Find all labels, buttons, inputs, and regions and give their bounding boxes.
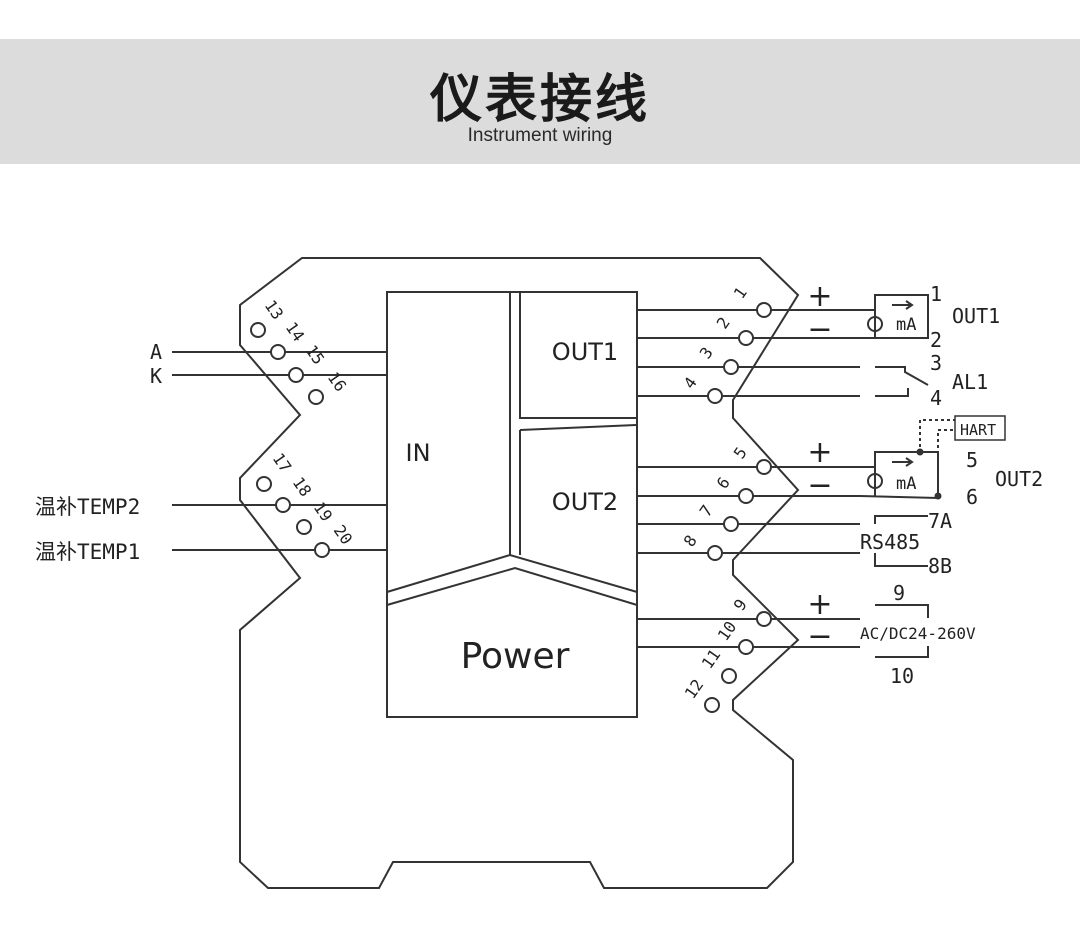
terminal-16	[308, 389, 324, 405]
divider-power	[386, 553, 638, 606]
terminal-number: 9	[730, 595, 751, 614]
out1-label: OUT1	[952, 304, 1000, 328]
terminal-17	[256, 476, 272, 492]
page-subtitle: Instrument wiring	[467, 125, 613, 146]
terminal-8	[707, 545, 723, 561]
plus-sign: +	[807, 435, 832, 470]
terminal-3	[723, 359, 739, 375]
rs485-label: RS485	[860, 530, 920, 554]
hart-dotted	[919, 419, 955, 496]
terminal-number: 1	[730, 283, 751, 302]
ma-label: mA	[896, 315, 916, 335]
label-temp1: 温补TEMP1	[35, 540, 140, 564]
current-arrow-icon	[892, 300, 914, 310]
terminal-number: 17	[269, 449, 296, 476]
current-source-icon	[867, 473, 883, 489]
minus-sign: −	[807, 312, 832, 347]
terminal-number: 12	[681, 676, 708, 703]
terminal-13	[250, 322, 266, 338]
terminal-18	[275, 497, 291, 513]
terminal-number: 8	[680, 531, 701, 550]
junction-dot	[916, 448, 924, 456]
minus-sign: −	[807, 468, 832, 503]
terminal-number: 3	[696, 343, 717, 362]
plus-sign: +	[807, 279, 832, 314]
al1-relay	[875, 366, 929, 397]
label-k: K	[150, 364, 162, 388]
block-in-label: IN	[405, 439, 430, 467]
header-banner: 仪表接线 Instrument wiring	[0, 39, 1080, 164]
terminal-number: 11	[698, 646, 725, 673]
terminal-label-4: 4	[930, 386, 942, 410]
terminal-label-6: 6	[966, 485, 978, 509]
terminal-label-2: 2	[930, 328, 942, 352]
power-bracket	[875, 604, 929, 658]
terminal-label-1: 1	[930, 282, 942, 306]
terminal-number: 18	[289, 473, 316, 500]
block-power-label: Power	[461, 636, 570, 677]
block-out2-label: OUT2	[552, 488, 618, 516]
minus-sign: −	[807, 619, 832, 654]
terminal-15	[288, 367, 304, 383]
out1-loop	[860, 294, 929, 339]
terminal-number: 15	[302, 341, 329, 368]
terminal-number: 13	[261, 296, 288, 323]
terminal-14	[270, 344, 286, 360]
label-a: A	[150, 340, 162, 364]
terminal-label-5: 5	[966, 448, 978, 472]
ma-label: mA	[896, 474, 916, 494]
out2-label: OUT2	[995, 467, 1043, 491]
terminal-5	[756, 459, 772, 475]
terminal-1	[756, 302, 772, 318]
al1-label: AL1	[952, 370, 988, 394]
terminal-7	[723, 516, 739, 532]
junction-dot	[934, 492, 942, 500]
module-housing	[239, 257, 800, 889]
divider-out2-top	[519, 424, 638, 431]
current-source-icon	[867, 316, 883, 332]
terminal-label-8b: 8B	[928, 554, 952, 578]
rs485-bracket	[874, 515, 928, 567]
terminal-12	[704, 697, 720, 713]
terminal-label-9: 9	[893, 581, 905, 605]
plus-sign: +	[807, 587, 832, 622]
terminal-number: 20	[330, 521, 357, 548]
block-out1-label: OUT1	[552, 338, 618, 366]
page-title: 仪表接线	[429, 70, 650, 130]
terminal-number: 4	[680, 373, 701, 392]
terminal-6	[738, 488, 754, 504]
hart-box	[954, 415, 1006, 441]
divider-in	[509, 292, 637, 555]
terminal-10	[738, 639, 754, 655]
out2-loop	[859, 451, 939, 500]
terminal-number: 7	[696, 501, 717, 520]
hart-label: HART	[960, 421, 996, 439]
terminal-number: 2	[713, 313, 734, 332]
terminal-number: 19	[310, 498, 337, 525]
terminal-19	[296, 519, 312, 535]
terminal-label-7a: 7A	[928, 509, 952, 533]
terminal-4	[707, 388, 723, 404]
terminal-11	[721, 668, 737, 684]
current-arrow-icon	[892, 457, 914, 467]
terminal-2	[738, 330, 754, 346]
label-temp2: 温补TEMP2	[35, 495, 140, 519]
terminal-label-3: 3	[930, 351, 942, 375]
terminal-number: 6	[713, 473, 734, 492]
terminal-number: 5	[730, 443, 751, 462]
power-range-label: AC/DC24-260V	[860, 624, 976, 643]
terminal-number: 16	[324, 368, 351, 395]
terminal-label-10: 10	[890, 664, 914, 688]
terminal-9	[756, 611, 772, 627]
terminal-20	[314, 542, 330, 558]
terminal-number: 14	[282, 318, 309, 345]
terminal-number: 10	[714, 618, 741, 645]
